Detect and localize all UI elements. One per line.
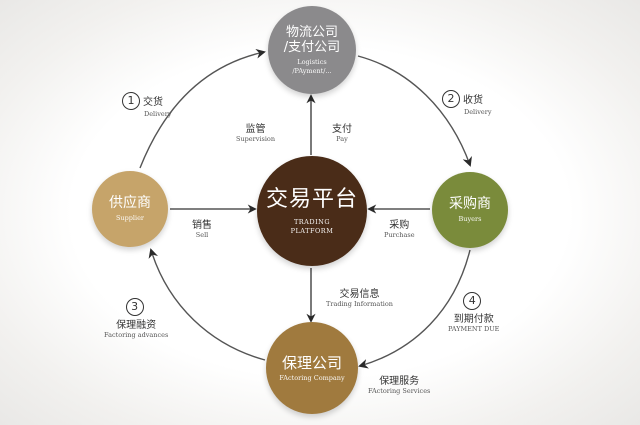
step-number-2: 2: [442, 89, 460, 108]
supervision-zh: 监管: [245, 124, 266, 135]
trading-info-en: Trading Information: [326, 300, 393, 308]
supplier-subtitle: Supplier: [115, 214, 145, 223]
logistics-title-line1: 物流公司: [285, 24, 338, 40]
label-sell: 销售 Sell: [192, 216, 212, 239]
step-4-en: PAYMENT DUE: [448, 324, 500, 333]
arc-factoring-3: [148, 248, 266, 361]
supplier-title: 供应商: [109, 195, 151, 212]
arc-delivery-1: [139, 48, 266, 169]
pay-en: Pay: [336, 135, 348, 143]
label-pay: 支付 Pay: [332, 120, 352, 143]
node-factoring-company: 保理公司 FActoring Company: [266, 322, 358, 414]
step-3-en: Factoring advances: [104, 330, 169, 339]
trading-info-zh: 交易信息: [339, 289, 380, 300]
step-number-1: 1: [122, 91, 140, 110]
factoring-title: 保理公司: [281, 353, 342, 372]
buyer-title: 采购商: [449, 196, 491, 213]
sell-en: Sell: [195, 231, 209, 239]
purchase-en: Purchase: [384, 231, 415, 239]
step-2-zh: 收货: [463, 95, 483, 106]
arc-payment-4: [358, 249, 471, 369]
label-trading-info: 交易信息 Trading Information: [326, 285, 393, 308]
step-payment-4: 4 到期付款 PAYMENT DUE: [448, 290, 499, 333]
services-en: FActoring Services: [368, 387, 431, 395]
sell-zh: 销售: [192, 220, 212, 231]
label-supervision: 监管 Supervision: [236, 120, 275, 143]
services-zh: 保理服务: [379, 376, 420, 387]
node-supplier: 供应商 Supplier: [92, 171, 168, 247]
node-trading-platform: 交易平台 TRADING PLATFORM: [257, 156, 367, 266]
purchase-zh: 采购: [389, 220, 410, 231]
supervision-en: Supervision: [236, 135, 276, 143]
step-number-4: 4: [463, 291, 482, 310]
node-logistics: 物流公司 /支付公司 Logistics /PAyment/...: [268, 6, 356, 94]
step-4-zh: 到期付款: [453, 313, 494, 325]
platform-title: 交易平台: [265, 186, 358, 212]
platform-subtitle-line2: PLATFORM: [290, 226, 334, 235]
label-purchase: 采购 Purchase: [384, 216, 415, 239]
pay-zh: 支付: [332, 124, 352, 135]
factoring-subtitle: FActoring Company: [279, 373, 345, 382]
step-factoring-3: 3 保理融资 Factoring advances: [104, 296, 168, 339]
arc-delivery-2: [357, 55, 472, 167]
step-number-3: 3: [125, 297, 144, 316]
step-2-en: Delivery: [464, 107, 492, 116]
label-factoring-services: 保理服务 FActoring Services: [368, 372, 430, 395]
platform-subtitle-line1: TRADING: [293, 217, 331, 226]
node-buyer: 采购商 Buyers: [432, 172, 508, 248]
buyer-subtitle: Buyers: [458, 215, 482, 224]
step-3-zh: 保理融资: [116, 319, 157, 331]
step-1-zh: 交货: [143, 97, 163, 108]
step-1-en: Delivery: [144, 109, 172, 118]
logistics-title-line2: /支付公司: [283, 40, 341, 56]
logistics-subtitle-line2: /PAyment/...: [292, 66, 332, 75]
logistics-subtitle-line1: Logistics: [297, 57, 327, 66]
